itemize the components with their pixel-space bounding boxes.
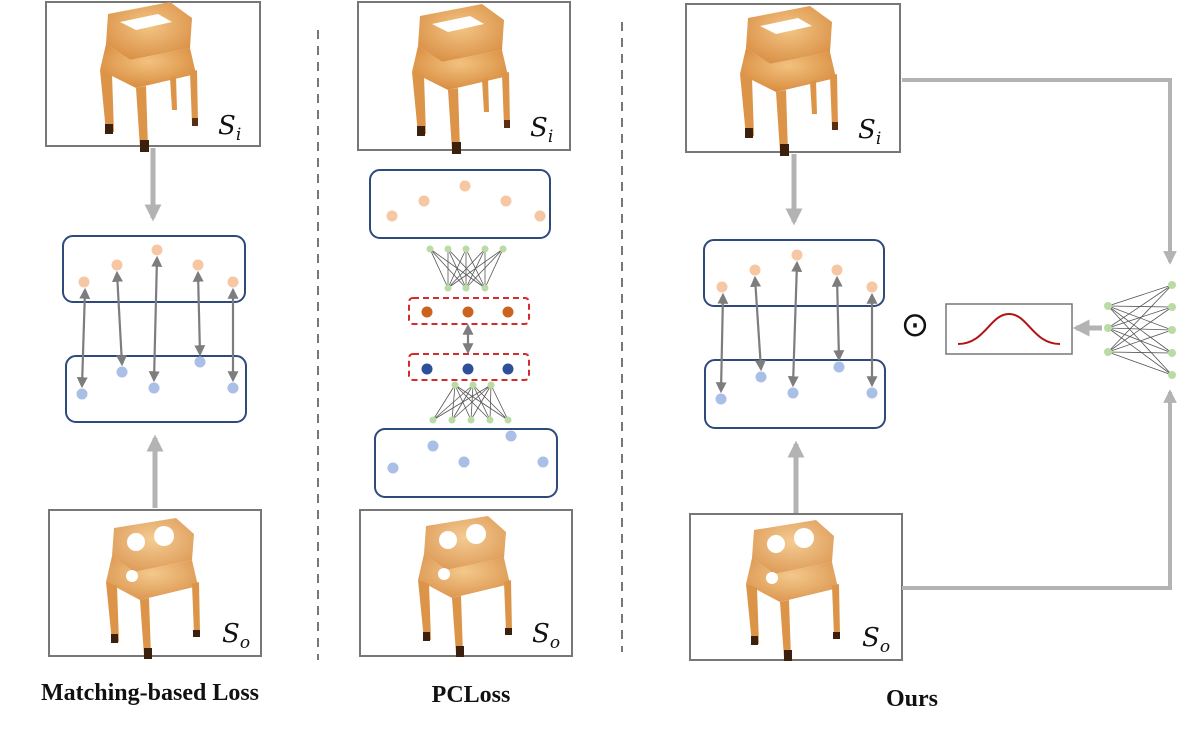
weight-network (1104, 281, 1176, 379)
input-feature-points (421, 306, 514, 318)
output-shape-label: So (532, 619, 560, 653)
panel-ours: Si So (685, 3, 1177, 712)
flow-line-output-to-network (902, 389, 1177, 590)
input-points-box (369, 169, 551, 239)
output-shape-label: So (862, 623, 890, 657)
gaussian-weight-box (945, 303, 1073, 355)
encoder-network-top (426, 245, 507, 292)
flow-line-input-to-network (902, 78, 1177, 265)
output-points (715, 361, 878, 405)
input-shape-label: Si (218, 111, 241, 145)
input-points-box (703, 239, 885, 307)
matching-arrows (715, 260, 878, 394)
gaussian-curve (957, 312, 1061, 345)
output-shape-label: So (222, 619, 250, 653)
input-points (78, 244, 239, 288)
encoder-network-bottom (429, 381, 512, 424)
output-points (76, 356, 239, 400)
panel-matching-based-loss: Si So Matching-based Loss (41, 1, 262, 706)
output-points (387, 430, 549, 474)
input-points (716, 249, 878, 293)
panel-caption: Matching-based Loss (41, 680, 259, 706)
elementwise-product-symbol: ⊙ (901, 305, 930, 345)
input-shape-label: Si (530, 113, 553, 147)
output-feature-points (421, 363, 514, 375)
panel-pcloss: Si (357, 1, 573, 708)
input-shape-label: Si (858, 115, 881, 149)
input-points (386, 180, 546, 222)
panel-caption: PCLoss (432, 682, 511, 708)
panel-caption: Ours (886, 686, 938, 712)
matching-arrows (76, 255, 239, 389)
